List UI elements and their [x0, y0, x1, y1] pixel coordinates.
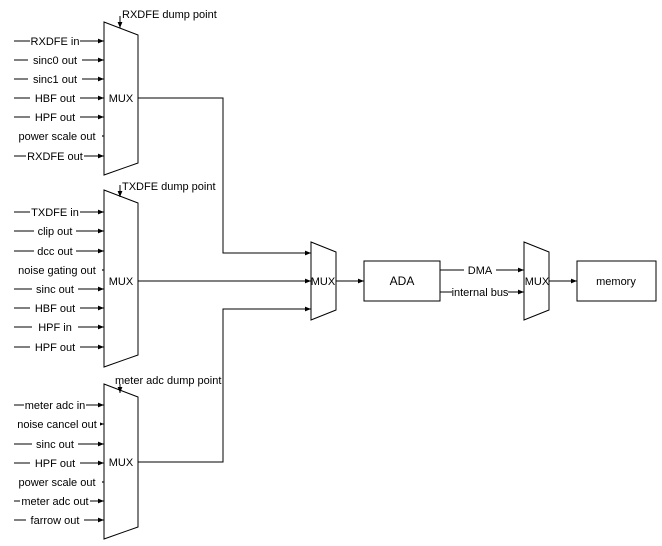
rxdfe-mux-label: MUX	[109, 93, 134, 105]
rxdfe-dump-label: RXDFE dump point	[122, 9, 217, 21]
meter-adc-input-label: sinc out	[36, 439, 74, 451]
rxdfe-input-label: HPF out	[35, 112, 75, 124]
rxdfe-input-label: sinc0 out	[33, 55, 77, 67]
meter-adc-mux	[103, 383, 139, 540]
internal-bus-label: internal bus	[452, 287, 509, 299]
rxdfe-input-label: RXDFE out	[27, 151, 83, 163]
txdfe-dump-label: TXDFE dump point	[122, 181, 216, 193]
ada-label: ADA	[390, 274, 415, 288]
output-mux-label: MUX	[525, 276, 550, 288]
meter-adc-input-label: meter adc out	[21, 496, 88, 508]
txdfe-input-label: noise gating out	[18, 265, 96, 277]
rxdfe-input-label: RXDFE in	[31, 36, 80, 48]
txdfe-input-label: clip out	[38, 226, 73, 238]
memory-block	[576, 260, 657, 302]
txdfe-input-label: TXDFE in	[31, 207, 79, 219]
meter-adc-to-mux-connector	[138, 306, 311, 463]
meter-adc-input-label: farrow out	[31, 515, 80, 527]
txdfe-mux-label: MUX	[109, 276, 134, 288]
meter-adc-group: MUX meter adc dump point meter adc in no…	[12, 375, 221, 540]
meter-adc-dump-label: meter adc dump point	[115, 375, 221, 387]
stage2-mux	[310, 241, 337, 321]
txdfe-input-label: HPF out	[35, 342, 75, 354]
stage1-to-stage2-connectors	[138, 97, 311, 463]
rxdfe-mux	[103, 21, 139, 176]
txdfe-input-label: sinc out	[36, 284, 74, 296]
txdfe-input-label: HBF out	[35, 303, 75, 315]
txdfe-input-label: dcc out	[37, 246, 72, 258]
rxdfe-group: MUX RXDFE dump point RXDFE in sinc0 out …	[12, 9, 217, 176]
meter-adc-mux-label: MUX	[109, 457, 134, 469]
rxdfe-input-label: sinc1 out	[33, 74, 77, 86]
meter-adc-input-label: meter adc in	[25, 400, 86, 412]
txdfe-group: MUX TXDFE dump point TXDFE in clip out d…	[12, 181, 216, 368]
rxdfe-input-label: power scale out	[18, 131, 95, 143]
txdfe-input-labels: TXDFE in clip out dcc out noise gating o…	[12, 205, 102, 354]
stage2-mux-label: MUX	[311, 276, 336, 288]
ada-block	[363, 260, 441, 302]
meter-adc-input-label: noise cancel out	[17, 419, 97, 431]
txdfe-input-label: HPF in	[38, 322, 72, 334]
dma-label: DMA	[468, 265, 493, 277]
meter-adc-input-label: HPF out	[35, 458, 75, 470]
rxdfe-to-mux-connector	[138, 97, 311, 256]
memory-label: memory	[596, 276, 636, 288]
meter-adc-input-labels: meter adc in noise cancel out sinc out H…	[12, 398, 102, 527]
output-mux	[523, 241, 550, 321]
rxdfe-input-label: HBF out	[35, 93, 75, 105]
rxdfe-input-labels: RXDFE in sinc0 out sinc1 out HBF out HPF…	[12, 34, 102, 163]
meter-adc-input-label: power scale out	[18, 477, 95, 489]
